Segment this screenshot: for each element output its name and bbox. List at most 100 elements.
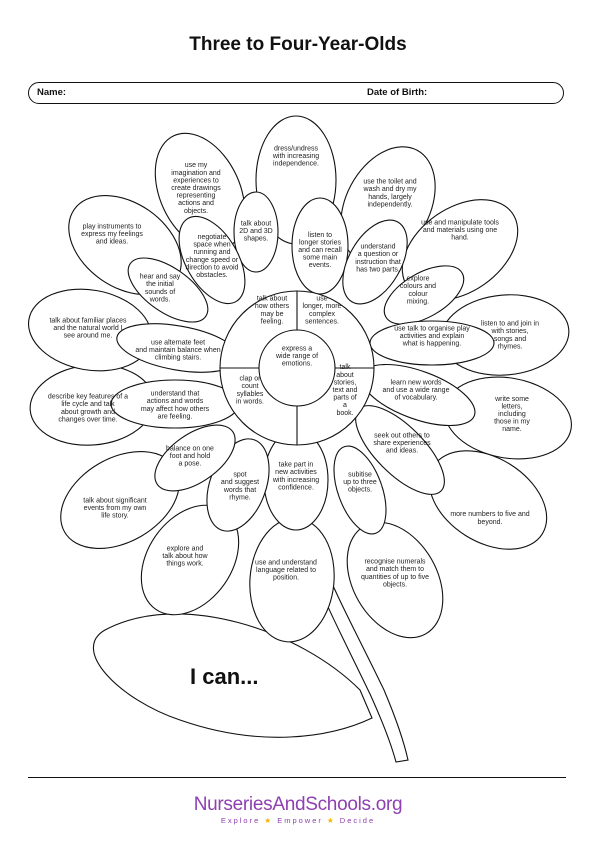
petal-text-line: rhymes. [498, 343, 523, 350]
petal-text-line: name. [502, 426, 522, 433]
petal-text-line: foot and hold [170, 453, 211, 460]
petal-text-line: wash and dry my [363, 186, 417, 193]
petal-mid-8 [333, 445, 387, 535]
petal-text-line: use and understand [255, 559, 317, 566]
petal-text-line: clap or [239, 376, 261, 383]
petal-text-line: and match them to [366, 566, 424, 573]
brand-logo: NurseriesAndSchools.org [193, 794, 403, 815]
petal-text-line: events. [309, 262, 332, 269]
petal-text-line: longer stories [299, 239, 342, 246]
petal-text-line: imagination and [171, 170, 221, 177]
petal-text-line: position. [273, 575, 299, 582]
petal-text-line: spot [233, 472, 246, 479]
petal-text-line: confidence. [278, 484, 314, 491]
petal-text-line: obstacles. [196, 272, 228, 279]
footer-rule [28, 777, 566, 778]
petal-text-line: what is happening. [402, 341, 461, 348]
petal-text-line: take part in [279, 462, 314, 469]
petal-text-line: the initial [146, 281, 174, 288]
petal-text-line: representing [177, 193, 216, 200]
petal-text-line: sentences. [305, 318, 339, 325]
petal-text-line: words. [149, 296, 171, 303]
petal-mid-3 [342, 219, 408, 305]
petal-text-line: about growth and [61, 409, 115, 416]
petal-text-line: mixing. [407, 298, 429, 305]
petal-text-line: with increasing [272, 477, 319, 484]
petal-text-line: including [498, 411, 526, 418]
petal-text-line: about [336, 372, 354, 379]
petal-text-line: talk about [257, 296, 287, 303]
petal-text-line: talk [340, 364, 351, 371]
petal-text-line: changes over time. [58, 416, 117, 423]
petal-text-line: text and [333, 387, 358, 394]
tagline-empower: Empower [277, 816, 323, 825]
petal-text-line: more numbers to five and [450, 511, 529, 518]
petal-text-line: create drawings [171, 185, 221, 192]
petal-text-line: negotiate [198, 234, 227, 241]
petal-text-line: independence. [273, 161, 319, 168]
petal-text-line: with stories, [491, 328, 529, 335]
petal-text-line: 2D and 3D [239, 228, 272, 235]
petal-text-line: talk about familiar places [49, 317, 127, 324]
petal-text-line: feeling. [261, 318, 284, 325]
petal-text-line: recognise numerals [364, 559, 426, 566]
petal-text-line: talk about significant [83, 497, 146, 504]
petal-text-line: and ideas. [386, 448, 418, 455]
dob-label: Date of Birth: [367, 87, 428, 98]
petal-text-line: share experiences [373, 440, 431, 447]
petal-text-line: in words. [236, 398, 264, 405]
petal-text-line: has two parts. [356, 266, 400, 273]
petal-text-line: and can recall [298, 247, 342, 254]
petal-text-line: independently. [367, 201, 412, 208]
petal-text-line: language related to [256, 567, 316, 574]
petal-text-line: may affect how others [141, 406, 210, 413]
petal-text-line: beyond. [478, 519, 503, 526]
petal-text-line: events from my own [84, 505, 147, 512]
petal-text-line: emotions. [282, 361, 312, 368]
petal-text-line: and ideas. [96, 239, 128, 246]
petal-text-line: of vocabulary. [394, 395, 437, 402]
petal-text-line: parts of [333, 395, 356, 402]
petal-text-line: and suggest [221, 479, 259, 486]
tagline-decide: Decide [339, 816, 376, 825]
petal-text-line: express a [282, 345, 312, 352]
page-title: Three to Four-Year-Olds [189, 34, 407, 55]
petal-text-line: up to three [343, 479, 377, 486]
petal-text-line: write some [494, 396, 529, 403]
petal-text-line: talk about [241, 220, 271, 227]
petal-text-line: songs and [494, 336, 526, 343]
petal-text-line: a question or [358, 251, 399, 258]
petal-text-line: explore and [167, 545, 204, 552]
petal-text-line: colour [408, 291, 428, 298]
petal-text-line: talk about how [162, 553, 208, 560]
petal-text-line: and materials using one [423, 227, 497, 234]
petal-text-line: objects. [348, 487, 372, 494]
petal-text-line: space when [193, 242, 230, 249]
petal-text-line: objects. [184, 208, 208, 215]
petal-text-line: with increasing [272, 153, 319, 160]
petal-text-line: shapes. [244, 236, 269, 243]
petal-text-line: sounds of [145, 289, 175, 296]
petal-text-line: complex [309, 311, 336, 318]
petal-text-line: use alternate feet [151, 339, 205, 346]
petal-text-line: play instruments to [83, 223, 142, 230]
petal-text-line: hear and say [140, 274, 181, 281]
petal-text-line: see around me. [64, 333, 113, 340]
